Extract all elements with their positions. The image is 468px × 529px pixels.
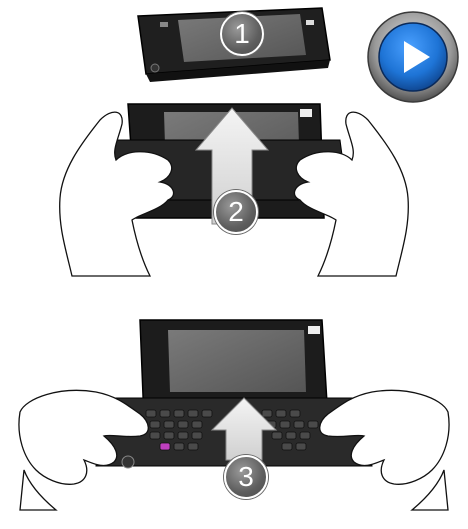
play-button[interactable] (366, 10, 460, 104)
step-3-badge: 3 (224, 455, 268, 499)
headset-jack (122, 456, 134, 468)
play-icon (366, 10, 460, 104)
step-2-badge: 2 (214, 190, 258, 234)
step-1-badge: 1 (220, 12, 264, 56)
